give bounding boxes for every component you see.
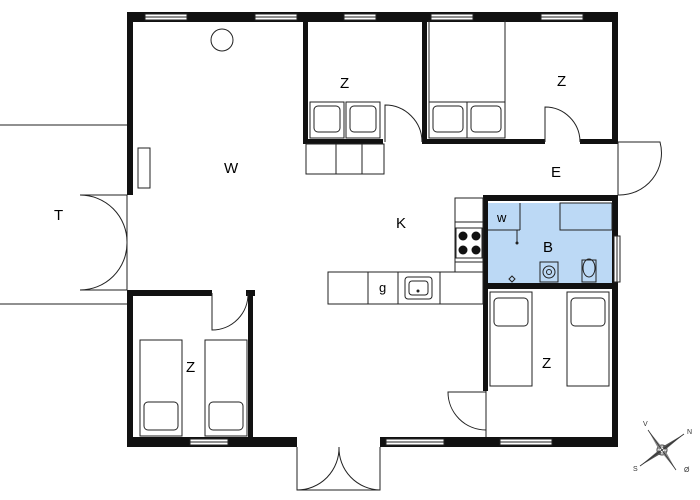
bathroom-label: B — [543, 239, 553, 256]
sink-icon — [404, 276, 433, 300]
window-icon — [137, 13, 621, 446]
kitchen-appliance-label: g — [379, 280, 386, 295]
bed-icon — [139, 339, 248, 437]
compass-east: Ø — [684, 467, 690, 474]
bathroom-floor — [488, 203, 612, 285]
compass-west: V — [643, 421, 648, 428]
shower-drain-icon — [508, 230, 559, 283]
compass-icon: N Ø S V — [633, 421, 692, 474]
bed-icon — [489, 291, 610, 387]
toilet-icon — [581, 258, 597, 283]
bedroom-top-large-label: Z — [557, 73, 566, 90]
entrance-label: E — [551, 164, 561, 181]
bed-icon — [305, 101, 385, 175]
compass-north: N — [687, 429, 692, 436]
bed-icon — [428, 20, 506, 139]
bedroom-top-small-label: Z — [340, 75, 349, 92]
round-fixture — [210, 28, 234, 52]
bedroom-bottom-left-label: Z — [186, 359, 195, 376]
compass-south: S — [633, 466, 638, 473]
kitchen-counters — [327, 197, 484, 305]
kitchen-label: K — [396, 215, 406, 232]
stove-icon — [455, 227, 483, 259]
interior-walls — [127, 20, 618, 440]
bedroom-bottom-right-label: Z — [542, 355, 551, 372]
living-room-label: W — [224, 160, 239, 177]
door-icon — [211, 104, 662, 491]
terrace — [0, 124, 128, 305]
terrace-label: T — [54, 207, 63, 224]
laundry-label: w — [496, 210, 507, 225]
